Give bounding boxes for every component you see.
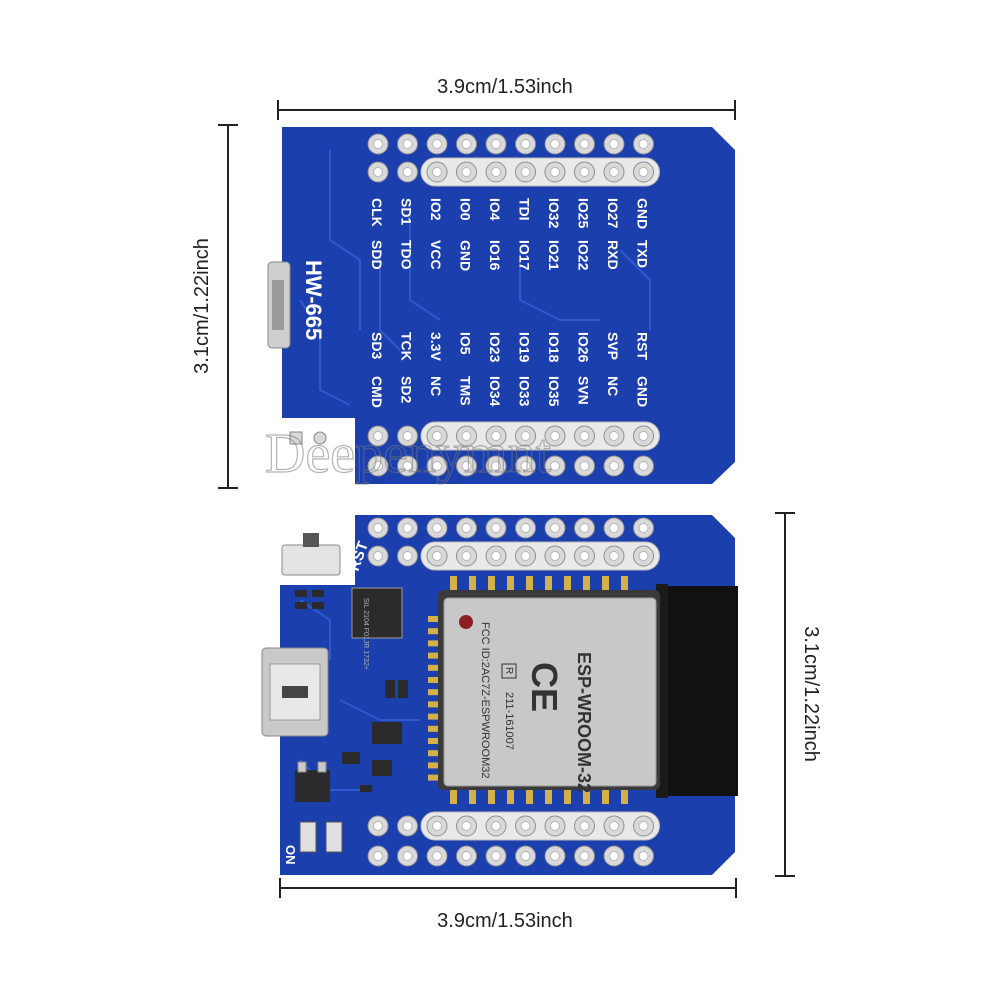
- pin-label: IO26: [576, 332, 592, 363]
- pin-label: IO23: [487, 332, 503, 363]
- pin-label: TMS: [458, 376, 474, 406]
- pin-label: IO34: [487, 376, 503, 407]
- back-pad-row-bottom-outer: [367, 455, 654, 477]
- pin-label: SVP: [605, 332, 621, 360]
- pin-label: CMD: [369, 376, 385, 408]
- pin-label: SD3: [369, 332, 385, 359]
- pin-label: VCC: [428, 240, 444, 270]
- pin-label: SDD: [369, 240, 385, 270]
- ce-mark: CE: [524, 662, 565, 712]
- pin-label: RXD: [605, 240, 621, 270]
- voltage-regulator: [295, 770, 330, 802]
- back-pad-row-top-outer: [367, 133, 654, 155]
- usb-chip-marking: SIL 2104 F01JR 1732+: [362, 598, 369, 670]
- pin-label: CLK: [369, 198, 385, 227]
- pin-label: IO5: [458, 332, 474, 355]
- pin-label: IO27: [605, 198, 621, 229]
- pin-label: SD1: [399, 198, 415, 225]
- pin-label: TDI: [517, 198, 533, 221]
- dimension-bottom-height: 3.1cm/1.22inch: [775, 512, 822, 877]
- front-pad-row-top-outer: [367, 517, 654, 539]
- pin-label: IO22: [576, 240, 592, 271]
- power-led: [299, 821, 317, 853]
- pin-label: TXD: [635, 240, 651, 268]
- pin-label: SD2: [399, 376, 415, 403]
- pin-label: IO25: [576, 198, 592, 229]
- pin-label: IO35: [546, 376, 562, 407]
- pin-label: TCK: [399, 332, 415, 361]
- pin-label: IO4: [487, 198, 503, 221]
- board-front: RST SIL 2104 F01JR 1732+ ON: [261, 515, 738, 875]
- dimension-top-width: 3.9cm/1.53inch: [277, 76, 736, 120]
- module-pin1-dot: [459, 615, 473, 629]
- pin-label: IO18: [546, 332, 562, 363]
- pin-label: NC: [428, 376, 444, 396]
- rst-button: [281, 544, 341, 576]
- pin-label: IO33: [517, 376, 533, 407]
- pin-label: IO21: [546, 240, 562, 271]
- module-antenna: [658, 586, 738, 796]
- back-pad-row-bottom-inner: [367, 421, 660, 451]
- watermark-text: Deepenymnt: [265, 423, 552, 485]
- module-name: ESP-WROOM-32: [574, 652, 594, 793]
- pin-label: TDO: [399, 240, 415, 270]
- front-pad-row-bottom-inner: [367, 811, 660, 841]
- pin-label: IO0: [458, 198, 474, 221]
- pin-label: GND: [635, 198, 651, 229]
- front-pad-row-top-inner: [367, 541, 660, 571]
- dimension-top-height-label: 3.1cm/1.22inch: [191, 238, 213, 374]
- front-pad-row-bottom-outer: [367, 845, 654, 867]
- pin-label: 3.3V: [428, 332, 444, 361]
- dimension-top-height: 3.1cm/1.22inch: [191, 124, 238, 489]
- dimension-top-width-label: 3.9cm/1.53inch: [437, 76, 573, 98]
- pin-label: IO2: [428, 198, 444, 221]
- on-label: ON: [283, 845, 298, 865]
- cert-number: 211-161007: [503, 692, 515, 750]
- dimension-bottom-height-label: 3.1cm/1.22inch: [800, 626, 822, 762]
- dimension-bottom-width: 3.9cm/1.53inch: [279, 878, 737, 932]
- dimension-bottom-width-label: 3.9cm/1.53inch: [437, 910, 573, 932]
- pin-label: GND: [635, 376, 651, 407]
- smd-components: [295, 590, 408, 792]
- pin-label: IO19: [517, 332, 533, 363]
- pin-label: IO17: [517, 240, 533, 271]
- pin-label: NC: [605, 376, 621, 396]
- pin-label: RST: [635, 332, 651, 360]
- r-mark: R: [503, 667, 514, 674]
- pin-label: SVN: [576, 376, 592, 405]
- board-back-traces: [299, 150, 651, 406]
- fcc-id: FCC ID:2AC7Z-ESPWROOM32: [479, 622, 491, 778]
- back-pad-row-top-inner: [367, 157, 660, 187]
- board-back-pcb: [282, 127, 735, 484]
- pin-label: IO16: [487, 240, 503, 271]
- module-shield: [443, 597, 657, 787]
- module-castellated-pins: [428, 576, 628, 804]
- esp32-module: ESP-WROOM-32 CE R 211-161007 FCC ID:2AC7…: [438, 590, 660, 793]
- pin-label: IO32: [546, 198, 562, 229]
- board-model-label: HW-665: [301, 260, 326, 340]
- usb-bridge-chip: [351, 587, 403, 639]
- status-led: [325, 821, 343, 853]
- pin-label: GND: [458, 240, 474, 271]
